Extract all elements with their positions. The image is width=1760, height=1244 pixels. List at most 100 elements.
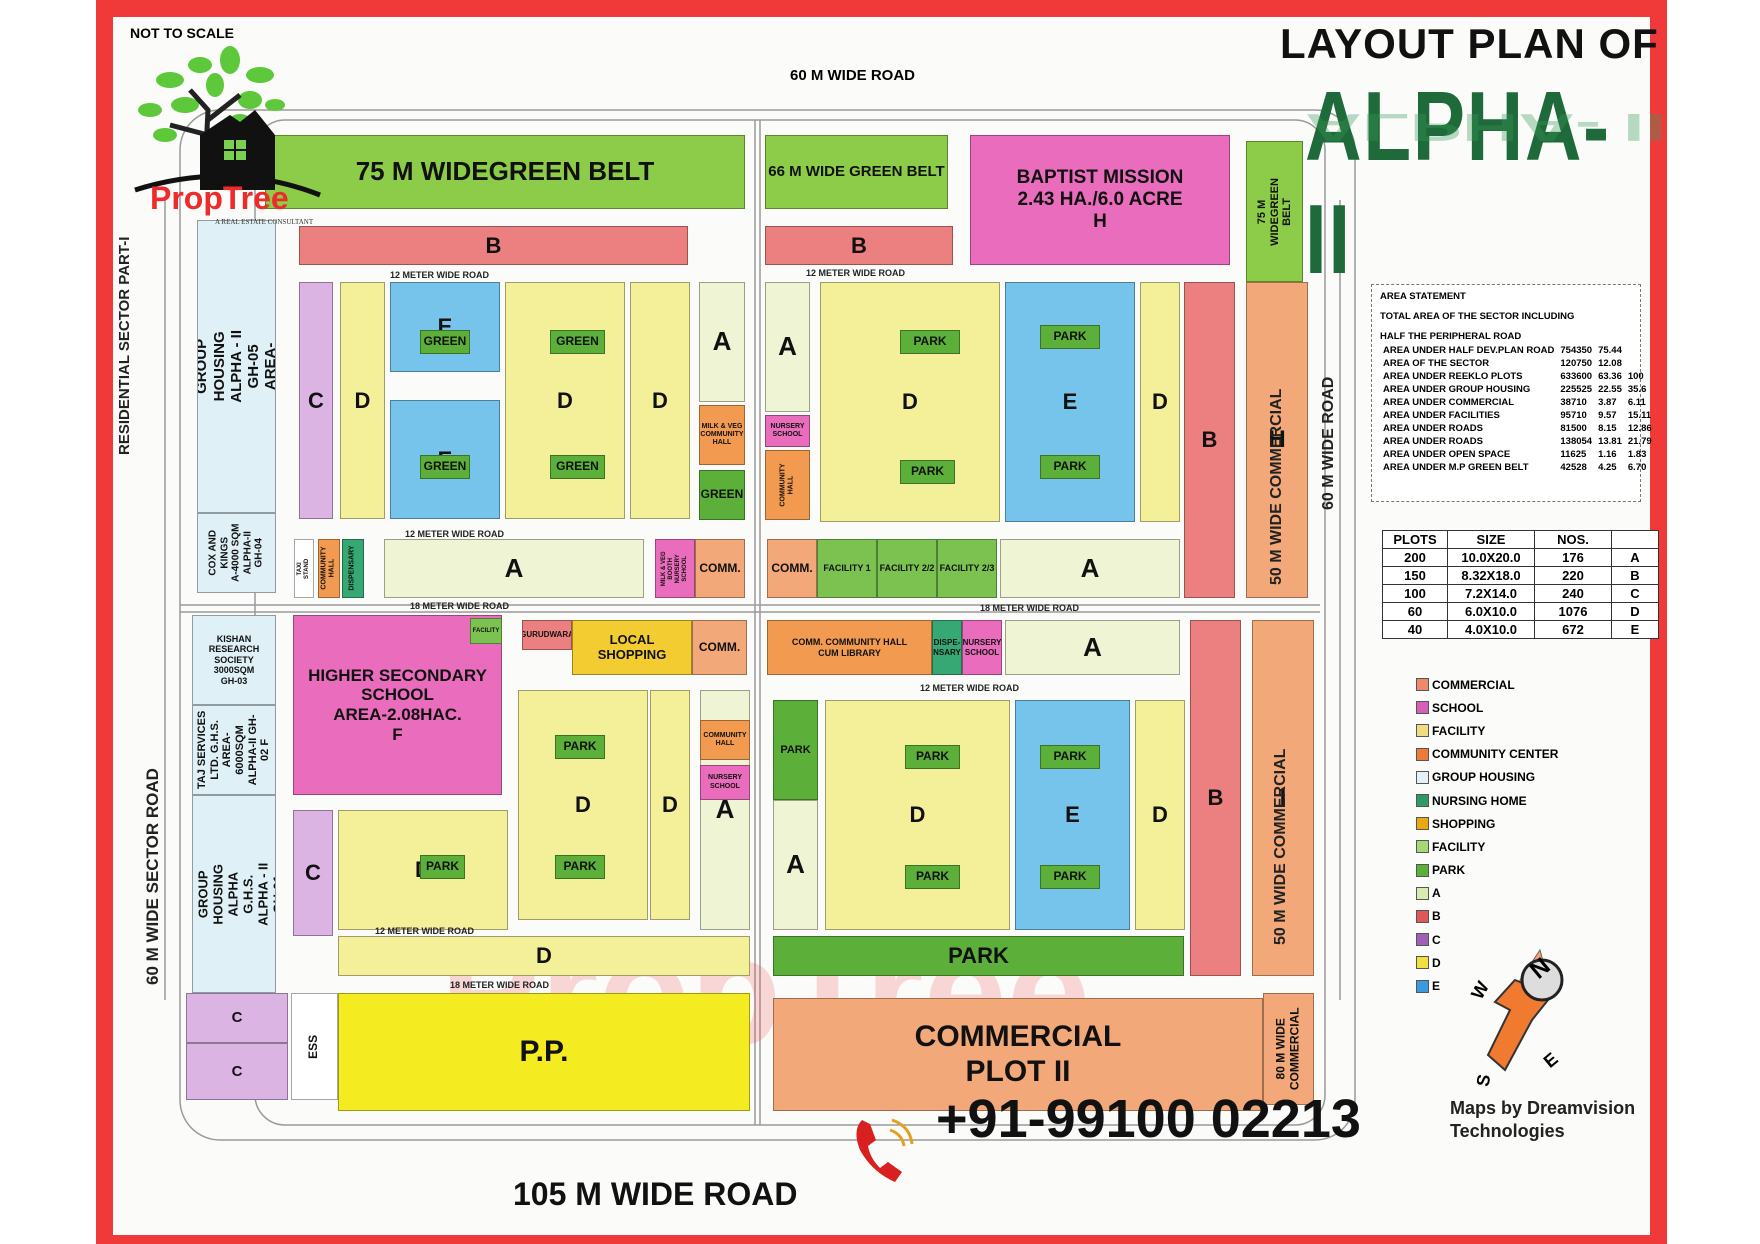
zone-label: BAPTIST MISSION 2.43 HA./6.0 ACRE H xyxy=(1016,167,1184,232)
zone-D: D xyxy=(630,282,690,519)
plots-header: NOS. xyxy=(1534,530,1612,549)
title-reflection: ALPHA- II xyxy=(1305,105,1667,150)
zone-label: C xyxy=(308,387,324,413)
road-label: 12 METER WIDE ROAD xyxy=(806,268,906,278)
zone-label: PARK xyxy=(910,464,945,479)
top-road-label: 60 M WIDE ROAD xyxy=(790,67,916,84)
zone-label: A xyxy=(715,794,735,825)
area-cell-label: AREA OF THE SECTOR xyxy=(1383,358,1490,369)
plots-cell: 40 xyxy=(1382,620,1448,639)
zone-A: A xyxy=(773,800,818,930)
title-line2: ALPHA- II xyxy=(1305,71,1611,294)
zone-D: D xyxy=(1140,282,1180,522)
left-road-label: 60 M WIDE SECTOR ROAD xyxy=(143,768,162,985)
zone-community-center: COMM. COMMUNITY HALL CUM LIBRARY xyxy=(767,620,932,675)
commercial-strip-label: 50 M WIDE COMMERCIAL xyxy=(1268,388,1285,585)
area-cell-sqm: 225525 xyxy=(1560,384,1593,395)
zone-label: COMM. xyxy=(771,560,813,575)
zone-label: D xyxy=(1152,389,1168,415)
zone-park: PARK xyxy=(1040,745,1100,769)
zone-label: GREEN xyxy=(556,459,599,474)
zone-A: A xyxy=(384,539,644,598)
area-cell-pct: 35.6 xyxy=(1627,384,1647,395)
zone-facility-green: FACILITY 2/2 xyxy=(877,539,937,598)
zone-D: D xyxy=(518,690,648,920)
zone-facility-green: FACILITY 1 xyxy=(817,539,877,598)
zone-label: FACILITY 2/3 xyxy=(939,563,995,574)
credit-line: Maps by Dreamvision xyxy=(1450,1098,1636,1118)
legend-item: PARK xyxy=(1416,859,1558,882)
zone-label: E xyxy=(1062,389,1078,415)
zone-E: E xyxy=(390,282,500,372)
plots-cell: B xyxy=(1611,566,1659,585)
zone-C: C xyxy=(299,282,333,519)
zone-group-housing: KISHAN RESEARCH SOCIETY 3000SQM GH-03 xyxy=(192,615,276,705)
zone-label: B xyxy=(1207,785,1224,811)
legend-item: GROUP HOUSING xyxy=(1416,766,1558,789)
zone-label: FACILITY 2/2 xyxy=(879,563,935,574)
zone-label: GREEN xyxy=(556,334,599,349)
zone-label: C xyxy=(305,860,321,886)
zone-label: 70 M WIDE GROUP HOUSING ALPHA - II GH-05… xyxy=(197,330,276,403)
zone-A: A xyxy=(699,282,745,402)
zone-label: C xyxy=(231,1062,243,1080)
area-cell-label: AREA UNDER COMMERCIAL xyxy=(1383,397,1515,408)
legend-swatch xyxy=(1416,794,1429,808)
plots-cell: 10.0X20.0 xyxy=(1447,548,1535,567)
zone-label: COMM. xyxy=(699,560,741,575)
zone-label: A xyxy=(504,552,524,583)
zone-school: MILK & VEG BOOTH NURSERY SCHOOL xyxy=(655,539,695,598)
zone-label: PARK xyxy=(1053,459,1087,474)
contact-phone[interactable]: +91-99100 02213 xyxy=(936,1089,1361,1149)
zone-label: PARK xyxy=(425,859,460,874)
road-label: 18 METER WIDE ROAD xyxy=(980,603,1080,613)
legend-item: COMMERCIAL xyxy=(1416,673,1558,696)
legend-swatch xyxy=(1416,886,1429,900)
area-cell-pct: 12.86 xyxy=(1627,423,1652,434)
zone-park: GREEN xyxy=(550,330,605,354)
zone-greenbelt: 75 M WIDEGREEN BELT xyxy=(1246,141,1303,282)
zone-label: PARK xyxy=(1053,749,1087,764)
legend-item: A xyxy=(1416,882,1558,905)
zone-group-housing: COX AND KINGS A-4000 SQM ALPHA-II GH-04 xyxy=(197,513,276,593)
zone-community-center: COMMUNITY HALL xyxy=(318,539,340,598)
title-line1: LAYOUT PLAN OF xyxy=(1280,20,1659,67)
zone-label: COMMERCIAL PLOT II xyxy=(914,1020,1122,1088)
plots-header: SIZE xyxy=(1447,530,1535,549)
zone-label: ESS xyxy=(306,1034,321,1059)
zone-label: A xyxy=(778,331,797,362)
zone-label: D xyxy=(902,389,918,415)
zone-label: DISPE- NSARY xyxy=(933,638,961,657)
zone-label: B xyxy=(485,232,502,258)
zone-label: A xyxy=(1080,552,1100,583)
zone-D: D xyxy=(505,282,625,519)
zone-plain: ESS xyxy=(291,993,338,1100)
area-cell-pct xyxy=(1625,344,1655,357)
area-cell-ha: 63.36 xyxy=(1598,371,1622,382)
zone-label: D xyxy=(909,802,926,828)
area-cell-sqm: 633600 xyxy=(1560,371,1593,382)
zone-label: HIGHER SECONDARY SCHOOL AREA-2.08HAC. F xyxy=(308,665,487,744)
legend-label: E xyxy=(1432,979,1441,994)
zone-label: PARK xyxy=(780,743,811,756)
zone-school: NURSERY SCHOOL xyxy=(765,415,810,447)
zone-B: B xyxy=(299,226,688,265)
plots-cell: 1076 xyxy=(1534,602,1612,621)
zone-greenbelt: 75 M WIDEGREEN BELT xyxy=(265,135,745,209)
legend-label: COMMERCIAL xyxy=(1432,677,1515,692)
legend-label: NURSING HOME xyxy=(1432,793,1527,808)
zone-B: B xyxy=(1184,282,1235,598)
zone-group-housing: TAJ SERVICES LTD. G.H.S. AREA-6000SQM AL… xyxy=(192,705,276,795)
zone-school: HIGHER SECONDARY SCHOOL AREA-2.08HAC. F xyxy=(293,615,502,795)
zone-E: E xyxy=(1015,700,1130,930)
area-cell-pct: 6.70 xyxy=(1627,462,1647,473)
zone-label: COX AND KINGS A-4000 SQM ALPHA-II GH-04 xyxy=(207,523,265,583)
